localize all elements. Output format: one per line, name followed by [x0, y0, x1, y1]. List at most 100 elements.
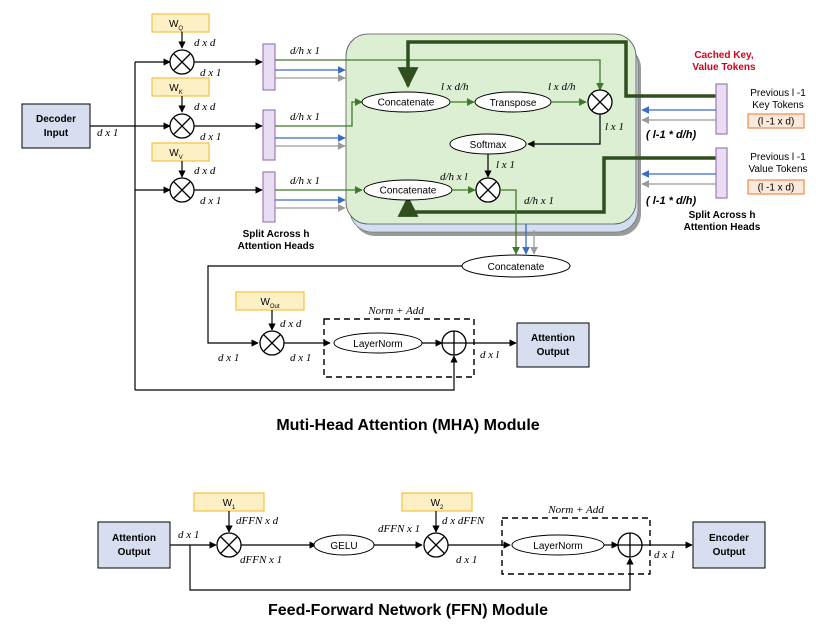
cache-key-dim-box — [747, 113, 805, 129]
svg-text:Transpose: Transpose — [490, 98, 537, 109]
mha-add-icon — [441, 330, 467, 356]
svg-text:Softmax: Softmax — [470, 140, 507, 151]
decoder-input-label-2: Input — [44, 128, 69, 139]
weight-v-label: W — [169, 148, 179, 159]
heads-to-concat — [500, 189, 538, 255]
split-heads-cache-label-2: Attention Heads — [684, 222, 761, 233]
transpose-op: Transpose — [474, 91, 552, 113]
mha-residual — [135, 355, 458, 391]
concat-k-dim: l x d/h — [441, 81, 469, 93]
head-lines-q — [275, 59, 604, 91]
w1-out-dim: dFFN x 1 — [240, 554, 282, 566]
weight-q-label: W — [169, 19, 179, 30]
svg-text:WK: WK — [169, 83, 182, 96]
mha-title: Muti-Head Attention (MHA) Module — [276, 417, 539, 434]
head-panel-front — [345, 33, 637, 225]
cached-value-head-lines — [641, 170, 716, 188]
ffn-add-icon — [617, 532, 643, 558]
concat-heads-op: Concatenate — [461, 254, 571, 278]
svg-text:Concatenate: Concatenate — [378, 98, 435, 109]
head-lines-v — [275, 186, 363, 212]
weight-2-block: W2 — [401, 492, 473, 512]
concat-v-dim: d/h x l — [440, 171, 468, 183]
multiply-av-icon — [475, 177, 501, 203]
split-bar-cached-value — [715, 147, 728, 199]
svg-text:Concatenate: Concatenate — [488, 262, 545, 273]
ffn-in-dim: d x 1 — [178, 529, 199, 541]
split-heads-label-1: Split Across h — [243, 229, 310, 240]
ffn-norm-add-box — [501, 517, 651, 575]
svg-text:Output: Output — [713, 547, 746, 558]
prev-value-label-1: Previous l -1 — [750, 152, 806, 163]
k-out-dim: d x 1 — [200, 131, 221, 143]
svg-text:Output: Output — [537, 347, 570, 358]
multiply-w2-icon — [423, 532, 449, 558]
weight-k-label: W — [169, 83, 179, 94]
split-heads-cache-label-1: Split Across h — [689, 210, 756, 221]
ffn-attention-output-box: Attention Output — [97, 521, 171, 569]
svg-text:Encoder: Encoder — [709, 533, 749, 544]
decoder-input-label-1: Decoder — [36, 114, 76, 125]
svg-text:Concatenate: Concatenate — [380, 186, 437, 197]
w2-out-dim: d x 1 — [456, 554, 477, 566]
v-head-dim: d/h x 1 — [290, 175, 320, 187]
svg-text:W2: W2 — [431, 498, 444, 511]
q-head-dim: d/h x 1 — [290, 45, 320, 57]
ffn-layernorm-op: LayerNorm — [511, 534, 605, 556]
decoder-dim-label: d x 1 — [97, 127, 118, 139]
gelu-op: GELU — [313, 534, 375, 556]
cached-tokens-label-1: Cached Key, — [694, 50, 754, 61]
cached-key-path — [397, 40, 718, 98]
multiply-k-icon — [169, 113, 195, 139]
head-lines-k — [275, 98, 363, 150]
cache-key-shape: ( l-1 * d/h) — [646, 129, 696, 141]
cached-value-path — [397, 156, 718, 217]
split-bar-k — [262, 109, 276, 161]
split-bar-cached-key — [715, 83, 728, 135]
multiply-qk-icon — [587, 89, 613, 115]
svg-text:WOut: WOut — [260, 297, 279, 310]
ffn-norm-add-label: Norm + Add — [547, 504, 604, 516]
prev-key-label-1: Previous l -1 — [750, 88, 806, 99]
prev-key-label-2: Key Tokens — [752, 100, 804, 111]
weight-1-label: W — [223, 498, 233, 509]
concat-to-out-mult — [207, 265, 462, 347]
svg-text:W1: W1 — [223, 498, 236, 511]
svg-text:LayerNorm: LayerNorm — [533, 541, 582, 552]
weight-out-block: WOut — [235, 291, 305, 311]
qk-out-dim: l x 1 — [605, 121, 624, 133]
ffn-out-dim: d x 1 — [654, 549, 675, 561]
v-weight-dim: d x d — [194, 165, 216, 177]
multiply-v-icon — [169, 177, 195, 203]
weight-q-block: WQ — [151, 13, 210, 33]
mha-attention-output-box: Attention Output — [516, 322, 590, 368]
out-weight-dim: d x d — [280, 318, 302, 330]
svg-text:Output: Output — [118, 547, 151, 558]
w1-dim: dFFN x d — [236, 515, 279, 527]
weight-v-block: WV — [151, 142, 210, 162]
weight-1-block: W1 — [193, 492, 265, 512]
decoder-input-box: Decoder Input — [21, 103, 91, 149]
q-out-dim: d x 1 — [200, 67, 221, 79]
encoder-output-box: Encoder Output — [692, 521, 766, 569]
cache-value-shape: ( l-1 * d/h) — [646, 195, 696, 207]
multiply-w1-icon — [216, 532, 242, 558]
concat-v-op: Concatenate — [363, 179, 453, 201]
cache-value-dim: (l -1 x d) — [758, 183, 795, 194]
gelu-out-dim: dFFN x 1 — [378, 523, 420, 535]
ffn-title: Feed-Forward Network (FFN) Module — [268, 602, 548, 619]
mha-out-dim: d x l — [480, 349, 499, 361]
q-weight-dim: d x d — [194, 37, 216, 49]
v-out-dim: d x 1 — [200, 195, 221, 207]
out-mult-dim: d x 1 — [290, 352, 311, 364]
weight-out-label: W — [260, 297, 270, 308]
svg-text:GELU: GELU — [330, 541, 357, 552]
cached-key-head-lines — [641, 106, 716, 124]
svg-text:LayerNorm: LayerNorm — [353, 339, 402, 350]
cached-tokens-label-2: Value Tokens — [692, 62, 756, 73]
softmax-dim: l x 1 — [496, 159, 515, 171]
svg-text:WV: WV — [169, 148, 182, 161]
split-heads-label-2: Attention Heads — [238, 241, 315, 252]
weight-2-label: W — [431, 498, 441, 509]
multiply-out-icon — [259, 330, 285, 356]
